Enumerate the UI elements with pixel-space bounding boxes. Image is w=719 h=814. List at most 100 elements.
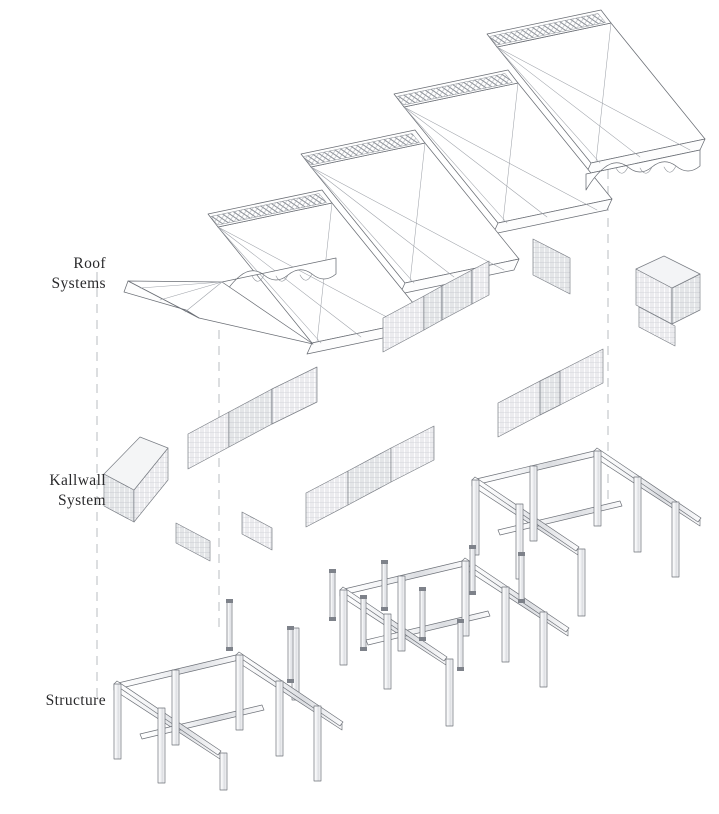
kalwall-panel <box>559 348 604 406</box>
guide-lines <box>96 122 609 700</box>
roof-arch-end-left <box>221 257 337 299</box>
kalwall-panel-group-run-a <box>187 366 318 470</box>
hanger-rod-shaft <box>469 547 476 593</box>
roof-arch-end-right-ribs <box>615 165 677 174</box>
roof-bay-5-rays <box>496 22 691 164</box>
hanger-rod-shaft <box>419 589 426 639</box>
kalwall-panel <box>347 447 392 506</box>
brace-diagonal <box>593 447 702 523</box>
roof-vault-3 <box>300 129 426 168</box>
hanger-rod-cap <box>419 587 426 591</box>
hanger-rod <box>329 569 336 621</box>
column <box>219 752 228 791</box>
hanger-rod-cap <box>457 619 464 623</box>
column <box>671 501 680 578</box>
layer-label-structure: Structure <box>45 692 106 709</box>
hanger-rod-cap <box>226 599 233 603</box>
kalwall-panel <box>532 238 571 295</box>
hanger-rod-cap <box>518 599 525 603</box>
hanger-rod <box>457 619 464 671</box>
beam-tie <box>139 704 265 740</box>
roof-vault-2 <box>207 189 333 228</box>
kalwall-panel-small <box>175 522 211 562</box>
hanger-rod-cap <box>457 667 464 671</box>
hanger-rod-cap <box>469 591 476 595</box>
layer-structure <box>113 447 702 791</box>
column <box>171 669 180 746</box>
hanger-rod <box>287 626 294 683</box>
hanger-rod-shaft <box>360 597 367 649</box>
hanger-rod <box>226 599 233 651</box>
kalwall-panel-top <box>103 436 169 491</box>
column <box>529 465 538 542</box>
hanger-rod <box>419 587 426 641</box>
structure-frame-front <box>113 651 344 791</box>
columns-frame-middle <box>291 560 548 727</box>
roof-vault-2-skylight <box>210 193 327 226</box>
hanger-rod <box>518 552 525 603</box>
roof-bay-1-rays <box>139 281 223 313</box>
structure-hanger-rods <box>226 545 525 683</box>
roof-bay-4-rays <box>403 82 598 224</box>
hanger-rod-cap <box>329 569 336 573</box>
kalwall-panel-group-run-b <box>305 425 435 528</box>
kalwall-panel-top <box>635 255 701 289</box>
kalwall-panel <box>497 380 541 438</box>
layer-label-kalwall-system: Kallwall System <box>49 472 106 510</box>
roof-arch-end-left-face <box>221 257 337 299</box>
hanger-rod-cap <box>287 679 294 683</box>
brace-diagonal <box>471 476 580 552</box>
hanger-rod-cap <box>469 545 476 549</box>
kalwall-panel-group-right-corner <box>635 255 701 347</box>
layer-label-roof-systems: Roof Systems <box>51 255 106 293</box>
columns-frame-front <box>113 654 322 791</box>
column <box>577 548 586 617</box>
hanger-rod-cap <box>360 595 367 599</box>
roof-vault-4-skylight <box>396 73 513 106</box>
columns-frame-back <box>471 450 680 617</box>
hanger-rod-shaft <box>287 628 294 681</box>
roof-arch-end-right-face <box>585 149 701 191</box>
hanger-rod-shaft <box>381 562 388 609</box>
roof-vault-4 <box>393 69 519 108</box>
column <box>235 654 244 731</box>
column <box>445 658 454 727</box>
brace-diagonal <box>461 557 570 633</box>
kalwall-panel <box>305 470 349 528</box>
kalwall-panel-group-run-d <box>497 348 604 438</box>
roof-bay-1 <box>123 280 314 345</box>
hanger-rod-cap <box>226 647 233 651</box>
hanger-rod-shaft <box>329 571 336 619</box>
column <box>275 680 284 757</box>
kalwall-panel <box>271 366 318 425</box>
beam-tie <box>497 500 623 536</box>
roof-arch-end-left-ribs <box>251 273 313 282</box>
kalwall-panel <box>638 306 676 347</box>
column <box>313 705 322 782</box>
hanger-rod-cap <box>360 647 367 651</box>
hanger-rod-shaft <box>457 621 464 669</box>
hanger-rod <box>360 595 367 651</box>
kalwall-panel-group-left-corner <box>103 436 169 523</box>
column <box>339 589 348 666</box>
hanger-rod-shaft <box>226 601 233 649</box>
hanger-rod <box>469 545 476 595</box>
column <box>157 707 166 784</box>
roof-vault-5-skylight <box>489 13 606 46</box>
roof-bay-4 <box>403 82 613 235</box>
hanger-rod-shaft <box>518 554 525 601</box>
hanger-rod-cap <box>419 637 426 641</box>
kalwall-panel <box>423 285 443 331</box>
kalwall-panel-group-run-c <box>382 260 490 353</box>
hanger-rod <box>381 560 388 611</box>
kalwall-panel <box>390 425 435 483</box>
hanger-rod-cap <box>329 617 336 621</box>
column <box>471 479 480 556</box>
roof-bay-3-rays <box>310 142 505 284</box>
brace-diagonal <box>113 680 222 756</box>
layer-kalwall-system <box>103 238 701 562</box>
column <box>397 575 406 652</box>
hanger-rod-cap <box>287 626 294 630</box>
